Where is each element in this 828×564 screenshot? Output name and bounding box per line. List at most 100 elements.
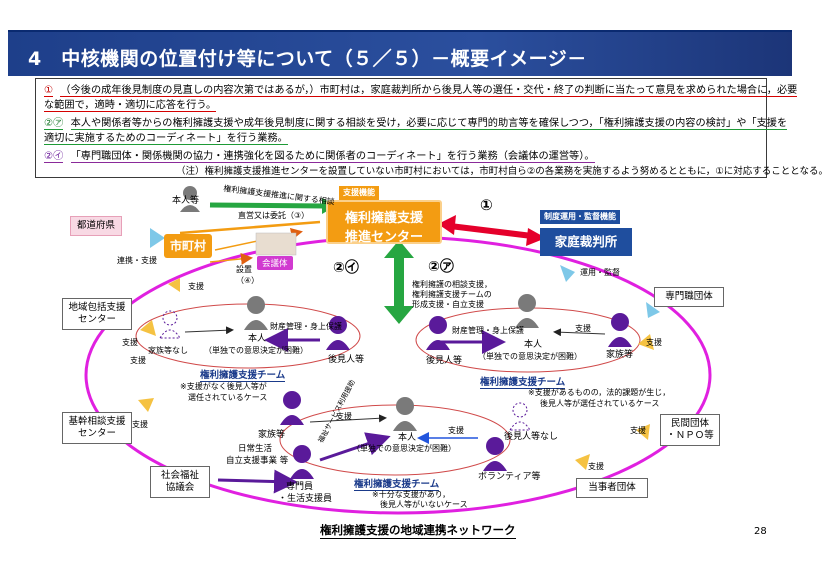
bottom-noguardian: 後見人等なし — [504, 432, 559, 442]
commission-label: 直営又は委託（③） — [238, 211, 310, 220]
private-line-2: ・ＮＰＯ等 — [666, 430, 714, 441]
marker-2a: ②㋐ — [428, 259, 454, 275]
bottom-family-arrow — [309, 414, 387, 423]
council-badge: 会議体 — [257, 256, 293, 270]
bottom-honnin: 本人 — [398, 433, 417, 443]
person-volunteer-icon — [483, 437, 507, 471]
bottom-desc-1: ※十分な支援があり， — [372, 490, 451, 499]
bottom-daily: 日常生活 — [238, 444, 273, 454]
bottom-support-label: 支援 — [336, 412, 352, 421]
person-bottom-noguardian-icon — [509, 402, 531, 431]
bottom-volunteer: ボランティア等 — [478, 472, 541, 482]
bottom-life-supporter: ・生活支援員 — [278, 494, 333, 504]
page-number: 28 — [754, 526, 767, 537]
left-desc-2: 選任されているケース — [188, 393, 268, 402]
right-finance: 財産管理・身上保護 — [452, 326, 524, 335]
connector-arrows — [150, 228, 660, 318]
person-right-guardian-icon — [426, 316, 450, 350]
center-desc-2: 権利擁護支援チームの — [412, 290, 492, 299]
left-finance: 財産管理・身上保護 — [270, 322, 342, 331]
center-desc-1: 権利擁護の相談支援， — [412, 280, 492, 289]
arrow-2a-green — [384, 240, 414, 324]
right-guardian: 後見人等 — [426, 356, 463, 366]
bottom-independence: 自立支援事業 等 — [226, 456, 289, 466]
bottom-specialist-arrow — [319, 432, 391, 462]
support-label-community: 支援 — [130, 356, 146, 365]
right-team-label: 権利擁護支援チーム — [480, 374, 566, 389]
court-tag: 制度運用・監督機能 — [540, 210, 620, 224]
bottom-team-ring — [279, 404, 511, 476]
center-desc-3: 形成支援・自立支援 — [412, 300, 484, 309]
operate-support-label: 運用・監督 — [580, 268, 620, 277]
support-label-party: 支援 — [588, 462, 604, 471]
center-name-2: 推進センター — [344, 230, 423, 245]
right-desc-2: 後見人等が選任されているケース — [540, 399, 660, 408]
bottom-honnin-note: （単独での意思決定が困難） — [352, 444, 456, 453]
party-box: 当事者団体 — [576, 478, 648, 498]
consult-arrow — [209, 202, 326, 209]
title-bar: 4 中核機関の位置付け等について（５／５）－概要イメージ－ — [8, 30, 792, 76]
support-label-basic: 支援 — [132, 420, 148, 429]
honnin-top-label: 本人等 — [172, 196, 200, 206]
community-center-line-1: 地域包括支援 — [68, 302, 126, 313]
bottom-support-label-2: 支援 — [448, 426, 464, 435]
private-line-1: 民間団体 — [670, 418, 709, 429]
bottom-specialist: 専門員 — [286, 482, 314, 492]
prefecture-box: 都道府県 — [70, 216, 122, 236]
left-nofamily: 家族等なし — [148, 346, 188, 355]
support-label-private: 支援 — [630, 426, 646, 435]
notice-line-2-text: 本人や関係者等からの権利擁護支援や成年後見制度に関する相談を受け，必要に応じて専… — [70, 118, 788, 130]
commission-line — [179, 220, 321, 235]
notice-line-3-text: 「専門職団体・関係機関の協力・連携強化を図るために関係者のコーディネート」を行う… — [70, 151, 595, 163]
right-desc-1: ※支援があるものの，法的課題が生じ， — [528, 388, 671, 397]
person-bottom-family-icon — [280, 391, 304, 425]
social-council-arrow — [217, 469, 298, 494]
person-honnin-top-icon — [180, 186, 200, 212]
setup-line — [209, 252, 253, 265]
support-label-pro: 支援 — [646, 338, 662, 347]
right-support-label: 支援 — [575, 324, 591, 333]
left-support-label: 支援 — [122, 338, 138, 347]
notice-note: （注）権利擁護支援推進センターを設置していない市町村においては，市町村自ら②の各… — [176, 166, 828, 177]
bottom-team-label: 権利擁護支援チーム — [354, 476, 440, 491]
basic-center-line-2: センター — [77, 428, 116, 439]
right-honnin: 本人 — [524, 340, 543, 350]
left-team-label: 権利擁護支援チーム — [200, 367, 286, 382]
municipality-box: 市町村 — [164, 234, 212, 258]
bottom-family: 家族等 — [258, 430, 286, 440]
left-desc-1: ※支援がなく後見人等が — [180, 382, 267, 391]
council-photo — [255, 232, 297, 256]
right-family: 家族等 — [606, 350, 634, 360]
notice-line-1b: な範囲で，適時・適切に応答を行う。 — [44, 99, 217, 112]
support-label-1: 支援 — [188, 282, 204, 291]
right-family-arrow — [553, 328, 606, 337]
left-support-line — [184, 326, 234, 335]
notice-line-1-num: ① — [44, 85, 54, 97]
social-welfare-box: 社会福祉 協議会 — [150, 466, 210, 498]
notice-line-2: ②㋐ 本人や関係者等からの権利擁護支援や成年後見制度に関する相談を受け，必要に応… — [44, 117, 788, 130]
person-left-guardian-icon — [326, 316, 350, 350]
notice-line-2b-text: 適切に実施するためのコーディネート」を行う業務。 — [44, 133, 288, 145]
support-arrows — [138, 278, 654, 470]
center-name-1: 権利擁護支援 — [344, 211, 423, 226]
person-right-family-icon — [608, 313, 632, 347]
arrow-1-red — [438, 215, 546, 246]
private-box: 民間団体 ・ＮＰＯ等 — [660, 414, 720, 446]
notice-line-2b: 適切に実施するためのコーディネート」を行う業務。 — [44, 132, 288, 145]
left-honnin-note: （単独での意思決定が困難） — [204, 346, 308, 355]
center-box: 権利擁護支援 推進センター — [326, 200, 442, 245]
basic-center-line-1: 基幹相談支援 — [68, 416, 126, 427]
person-left-nofamily-icon — [159, 310, 181, 339]
notice-line-1b-text: な範囲で，適時・適切に応答を行う。 — [44, 100, 217, 112]
marker-1: ① — [480, 196, 493, 214]
basic-center-box: 基幹相談支援 センター — [62, 412, 132, 444]
notice-line-1-text: （今後の成年後見制度の見直しの内容次第ではあるが，）市町村は，家庭裁判所から後見… — [60, 85, 798, 97]
person-specialist-icon — [290, 445, 314, 479]
setup-label: 設置 — [236, 265, 252, 274]
professional-box: 専門職団体 — [654, 287, 724, 307]
notice-line-1: ① （今後の成年後見制度の見直しの内容次第ではあるが，）市町村は，家庭裁判所から… — [44, 84, 798, 97]
network-title: 権利擁護支援の地域連携ネットワーク — [320, 523, 516, 539]
person-right-honnin-icon — [515, 294, 539, 328]
center-tag: 支援機能 — [339, 186, 379, 200]
right-honnin-note: （単独での意思決定が困難） — [478, 352, 582, 361]
